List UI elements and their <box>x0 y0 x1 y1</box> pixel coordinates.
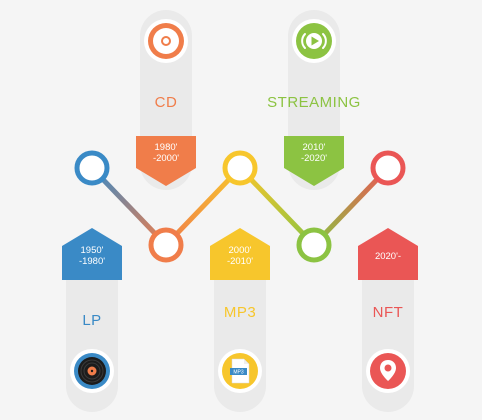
streaming-year-tag: 2010' -2020' <box>284 141 344 165</box>
mp3-year-tag: 2000' -2010' <box>210 244 270 268</box>
era-name-mp3: MP3 <box>223 304 257 321</box>
mp3-file-text: MP3 <box>233 370 244 376</box>
compact-disc-icon <box>144 19 188 63</box>
era-name-cd: CD <box>154 94 178 111</box>
play-stream-icon <box>292 19 336 63</box>
location-pin-icon <box>366 349 410 393</box>
nft-years-line1: 2020'- <box>374 250 402 262</box>
mp3-years-line1: 2000' <box>228 245 252 256</box>
mp3-file-icon: MP3 <box>218 349 262 393</box>
lp-years-line1: 1950' <box>80 245 104 256</box>
mp3-years-line2: -2010' <box>226 256 254 267</box>
nft-year-tag: 2020'- <box>358 244 418 268</box>
cd-years-line2: -2000' <box>152 153 180 164</box>
era-name-nft: NFT <box>372 304 404 321</box>
streaming-years-line1: 2010' <box>302 142 326 153</box>
era-name-streaming: STREAMING <box>267 94 361 111</box>
lp-year-tag: 1950' -1980' <box>62 244 122 268</box>
streaming-years-line2: -2020' <box>300 153 328 164</box>
vinyl-record-icon <box>70 349 114 393</box>
cd-year-tag: 1980' -2000' <box>136 141 196 165</box>
cd-years-line1: 1980' <box>154 142 178 153</box>
lp-years-line2: -1980' <box>78 256 106 267</box>
era-name-lp: LP <box>82 312 102 329</box>
mp3-year-tag-shape <box>210 228 270 280</box>
lp-year-tag-shape <box>62 228 122 280</box>
cd-year-tag-shape <box>136 136 196 186</box>
streaming-year-tag-shape <box>284 136 344 186</box>
nft-year-tag-shape <box>358 228 418 280</box>
